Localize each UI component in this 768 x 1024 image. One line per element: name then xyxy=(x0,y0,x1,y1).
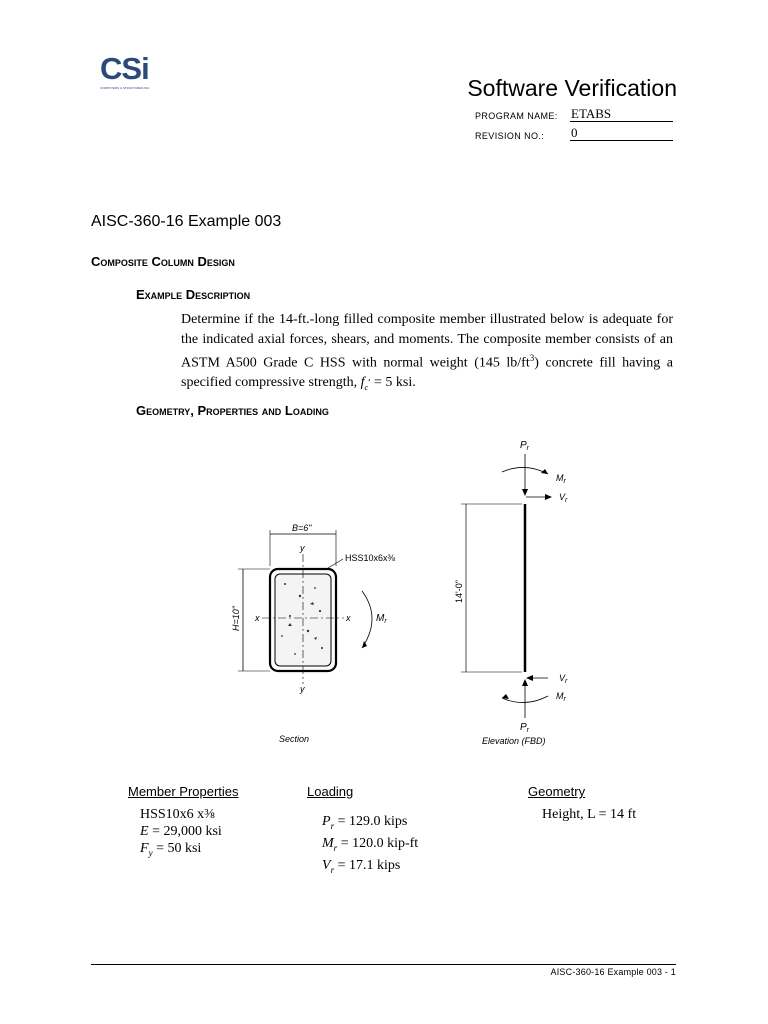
load-shear: Vr = 17.1 kips xyxy=(322,857,418,879)
figure-svg: B=6" H=10" y y x x HSS10x6x⅜ Mr Section xyxy=(231,440,568,746)
height-label: H=10" xyxy=(231,605,241,631)
geometry-heading: Geometry, Properties and Loading xyxy=(136,403,329,418)
e-symbol: E xyxy=(140,824,149,839)
load-moment: Mr = 120.0 kip-ft xyxy=(322,835,418,857)
p-sub: r xyxy=(330,820,335,831)
elev-v-bottom-arrowhead xyxy=(526,675,533,681)
concrete-aggregate xyxy=(281,583,323,655)
section-caption: Section xyxy=(279,734,309,744)
elev-p-bottom-label: Pr xyxy=(520,722,530,734)
revision-label: REVISION NO.: xyxy=(475,131,545,141)
m-value: = 120.0 kip-ft xyxy=(337,835,419,851)
elev-m-top-arrowhead xyxy=(541,469,548,474)
member-properties-list: HSS10x6 x⅜ E = 29,000 ksi Fy = 50 ksi xyxy=(140,806,222,862)
footer-page-label: AISC-360-16 Example 003 - 1 xyxy=(550,967,676,977)
p-symbol: P xyxy=(322,814,331,829)
member-modulus: E = 29,000 ksi xyxy=(140,823,222,840)
elev-p-bottom-arrowhead xyxy=(522,679,528,686)
fy-symbol: F xyxy=(140,841,149,856)
hss-label: HSS10x6x⅜ xyxy=(345,553,396,563)
elev-length-label: 14'-0" xyxy=(454,580,464,603)
m-sub: r xyxy=(333,842,338,853)
elevation-caption: Elevation (FBD) xyxy=(482,736,546,746)
width-label: B=6" xyxy=(292,523,312,533)
loading-heading: Loading xyxy=(307,784,354,799)
y-axis-label-bottom: y xyxy=(299,684,305,694)
section-moment-arrowhead xyxy=(362,641,367,648)
desc-part-1: Determine if the 14-ft.-long filled comp… xyxy=(181,312,673,371)
section-moment-arc xyxy=(361,590,373,649)
geometry-column-heading: Geometry xyxy=(528,784,586,799)
desc-superscript: 3 xyxy=(529,353,535,363)
geometry-list: Height, L = 14 ft xyxy=(542,806,636,823)
desc-part-3: = 5 ksi. xyxy=(370,375,416,391)
p-value: = 129.0 kips xyxy=(334,814,408,829)
m-symbol: M xyxy=(322,835,334,851)
x-axis-label-right: x xyxy=(345,613,351,623)
loading-list: Pr = 129.0 kips Mr = 120.0 kip-ft Vr = 1… xyxy=(322,813,418,878)
elev-p-top-arrowhead xyxy=(522,489,528,496)
footer-rule xyxy=(91,964,676,965)
member-section: HSS10x6 x⅜ xyxy=(140,807,215,822)
section-moment-label: Mr xyxy=(376,613,387,625)
load-axial: Pr = 129.0 kips xyxy=(322,813,418,835)
y-axis-label-top: y xyxy=(299,543,305,553)
section-heading: Composite Column Design xyxy=(91,254,235,269)
fy-value: = 50 ksi xyxy=(152,841,202,856)
fc-sub: c xyxy=(364,382,369,392)
elev-v-bottom-label: Vr xyxy=(559,673,568,685)
member-properties-heading: Member Properties xyxy=(128,784,239,799)
column-figure: B=6" H=10" y y x x HSS10x6x⅜ Mr Section xyxy=(150,426,620,756)
fc-prime: ′ xyxy=(368,377,371,390)
program-name-label: PROGRAM NAME: xyxy=(475,111,558,121)
logo-letters: CSi xyxy=(100,51,150,86)
revision-value: 0 xyxy=(570,126,673,141)
csi-logo: CSi COMPUTERS & STRUCTURES INC. xyxy=(100,51,160,96)
hss-leader-line xyxy=(327,558,344,569)
member-yield: Fy = 50 ksi xyxy=(140,840,222,862)
example-title: AISC-360-16 Example 003 xyxy=(91,213,282,230)
e-value: = 29,000 ksi xyxy=(148,824,222,839)
elev-m-bottom-arrowhead xyxy=(502,694,509,699)
elev-v-top-label: Vr xyxy=(559,492,568,504)
elev-m-top-label: Mr xyxy=(556,473,567,485)
v-sub: r xyxy=(330,864,335,875)
v-value: = 17.1 kips xyxy=(334,857,401,873)
program-name-value: ETABS xyxy=(570,107,673,122)
elev-v-top-arrowhead xyxy=(545,494,552,500)
x-axis-label-left: x xyxy=(254,613,260,623)
document-title: Software Verification xyxy=(467,75,677,101)
elev-m-bottom-label: Mr xyxy=(556,691,567,703)
elev-p-top-label: Pr xyxy=(520,440,530,452)
geometry-height: Height, L = 14 ft xyxy=(542,807,637,822)
fy-sub: y xyxy=(148,847,153,858)
v-symbol: V xyxy=(322,857,331,873)
example-description-heading: Example Description xyxy=(136,287,251,302)
example-description-text: Determine if the 14-ft.-long filled comp… xyxy=(181,310,673,397)
desc-part-2: ) concrete fill having a specified compr… xyxy=(181,355,673,391)
fc-symbol: f xyxy=(360,375,365,391)
logo-tagline: COMPUTERS & STRUCTURES INC. xyxy=(100,86,151,90)
